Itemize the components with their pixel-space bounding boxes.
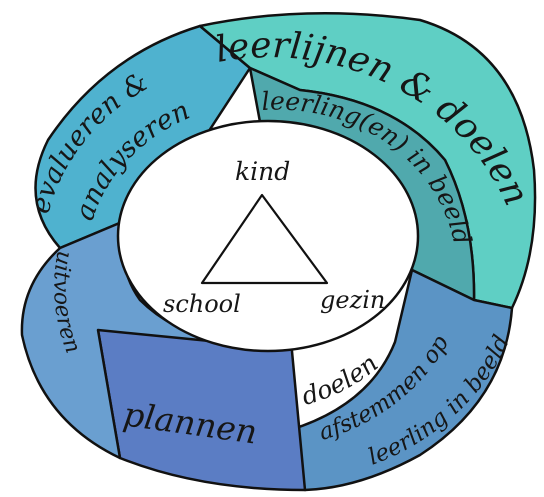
segment-doelen bbox=[288, 268, 514, 492]
segment-plannen bbox=[96, 328, 307, 492]
label-kind: kind bbox=[235, 157, 290, 186]
segment-evalueren bbox=[34, 24, 252, 250]
center-ellipse bbox=[116, 119, 420, 353]
label-gezin: gezin bbox=[320, 286, 385, 314]
label-school: school bbox=[163, 290, 241, 318]
triangle bbox=[200, 193, 329, 285]
